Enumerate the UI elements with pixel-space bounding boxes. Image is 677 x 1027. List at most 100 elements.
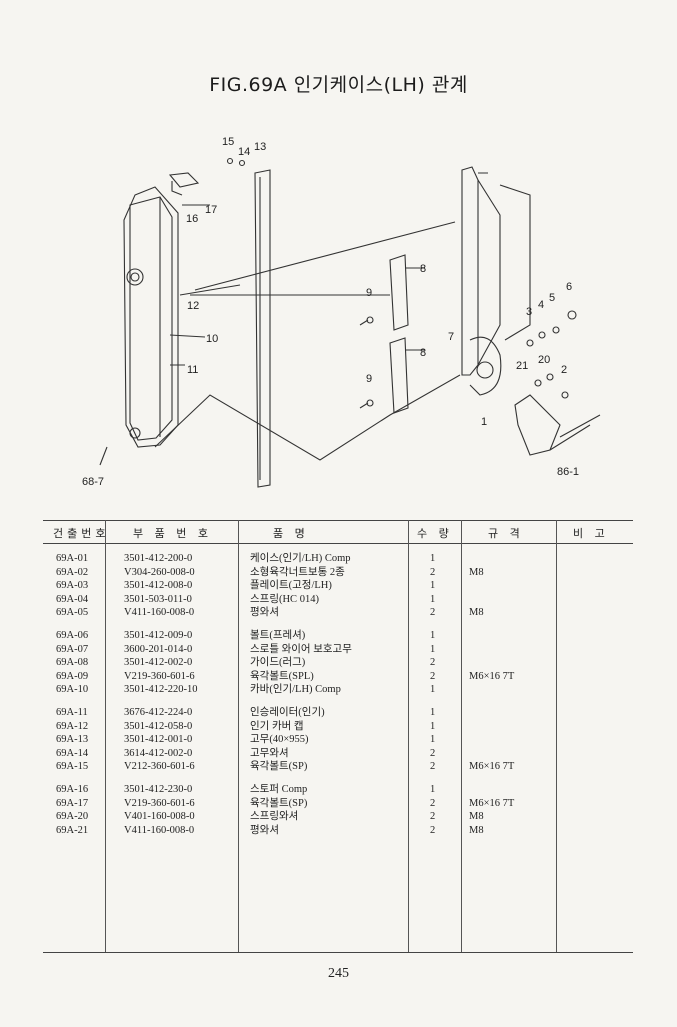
item-no-cell: 69A-04 [56, 593, 89, 605]
qty-cell: 2 [430, 761, 436, 773]
name-cell: 스프링(HC 014) [250, 593, 319, 605]
header-remark: 비 고 [573, 527, 609, 540]
header-name: 품 명 [273, 527, 309, 540]
item-no-cell: 69A-13 [56, 734, 89, 746]
item-no-cell: 69A-03 [56, 580, 89, 592]
name-cell: 평와셔 [250, 824, 279, 836]
column-divider [461, 520, 462, 952]
spec-cell: M8 [469, 811, 484, 823]
column-divider [556, 520, 557, 952]
callout-2: 2 [561, 364, 567, 376]
item-no-cell: 69A-08 [56, 657, 89, 669]
name-cell: 고무(40×955) [250, 734, 309, 746]
part-no-cell: 3501-412-058-0 [124, 720, 193, 732]
item-no-cell: 69A-17 [56, 797, 89, 809]
header-qty: 수 량 [417, 527, 453, 540]
case-cover-part [123, 186, 179, 448]
callout-10: 10 [206, 333, 218, 345]
qty-cell: 2 [430, 797, 436, 809]
name-cell: 인기 카버 캡 [250, 720, 304, 732]
callout-17: 17 [205, 204, 217, 216]
callout-1: 1 [481, 416, 487, 428]
qty-cell: 2 [430, 607, 436, 619]
name-cell: 카바(인기/LH) Comp [250, 684, 341, 696]
item-no-cell: 69A-10 [56, 684, 89, 696]
name-cell: 인승레이터(인기) [250, 706, 325, 718]
callout-86-1: 86-1 [557, 466, 579, 478]
callout-15: 15 [222, 136, 234, 148]
table-header: 건출번호 부 품 번 호 품 명 수 량 규 격 비 고 [43, 520, 633, 544]
part-no-cell: V411-160-008-0 [124, 607, 195, 619]
part-no-cell: 3501-412-008-0 [124, 580, 193, 592]
item-no-cell: 69A-02 [56, 566, 89, 578]
item-no-cell: 69A-14 [56, 747, 89, 759]
table-row: 69A-10 3501-412-220-10 카바(인기/LH) Comp 1 [43, 683, 633, 697]
qty-cell: 2 [430, 747, 436, 759]
qty-cell: 1 [430, 783, 436, 795]
callout-11: 11 [187, 364, 198, 376]
frame-bracket-part [461, 166, 531, 396]
column-divider [238, 520, 239, 952]
callout-9a: 9 [366, 287, 372, 299]
callout-3: 3 [526, 306, 532, 318]
part-no-cell: 3501-412-009-0 [124, 629, 193, 641]
item-no-cell: 69A-21 [56, 824, 89, 836]
part-no-cell: V212-360-601-6 [124, 761, 195, 773]
qty-cell: 1 [430, 580, 436, 592]
qty-cell: 1 [430, 553, 436, 564]
table-bottom-rule [43, 952, 633, 953]
qty-cell: 2 [430, 657, 436, 669]
part-no-cell: 3501-412-200-0 [124, 553, 193, 564]
name-cell: 볼트(프레셔) [250, 629, 306, 641]
table-row: 69A-03 3501-412-008-0 플레이트(고정/LH) 1 [43, 579, 633, 593]
qty-cell: 1 [430, 734, 436, 746]
callout-8a: 8 [420, 263, 426, 275]
qty-cell: 1 [430, 706, 436, 718]
spec-cell: M8 [469, 824, 484, 836]
spec-cell: M8 [469, 566, 484, 578]
lever-part [514, 394, 561, 456]
stopper-part [168, 172, 200, 188]
callout-13: 13 [254, 141, 266, 153]
page-number: 245 [328, 966, 349, 981]
part-no-cell: 3676-412-224-0 [124, 706, 193, 718]
qty-cell: 2 [430, 811, 436, 823]
name-cell: 육각볼트(SP) [250, 797, 308, 809]
item-no-cell: 69A-01 [56, 553, 89, 564]
callout-9b: 9 [366, 373, 372, 385]
spec-cell: M6×16 7T [469, 670, 515, 682]
qty-cell: 1 [430, 593, 436, 605]
item-no-cell: 69A-16 [56, 783, 89, 795]
qty-cell: 1 [430, 629, 436, 641]
part-no-cell: V411-160-008-0 [124, 824, 195, 836]
item-no-cell: 69A-09 [56, 670, 89, 682]
qty-cell: 1 [430, 684, 436, 696]
name-cell: 플레이트(고정/LH) [250, 580, 332, 592]
part-no-cell: 3501-412-230-0 [124, 783, 193, 795]
part-no-cell: 3614-412-002-0 [124, 747, 193, 759]
part-no-cell: V401-160-008-0 [124, 811, 195, 823]
callout-4: 4 [538, 299, 544, 311]
part-no-cell: 3501-412-220-10 [124, 684, 198, 696]
item-no-cell: 69A-15 [56, 761, 89, 773]
name-cell: 스토퍼 Comp [250, 783, 308, 795]
exploded-parts-diagram: 15 14 13 17 16 12 10 11 68-7 8 8 9 9 7 3… [60, 125, 640, 500]
name-cell: 스프링와셔 [250, 811, 299, 823]
header-part-no: 부 품 번 호 [133, 527, 212, 540]
name-cell: 고무와셔 [250, 747, 289, 759]
item-no-cell: 69A-07 [56, 643, 89, 655]
spec-cell: M8 [469, 607, 484, 619]
name-cell: 평와셔 [250, 607, 279, 619]
guide-lug-part [389, 254, 409, 331]
